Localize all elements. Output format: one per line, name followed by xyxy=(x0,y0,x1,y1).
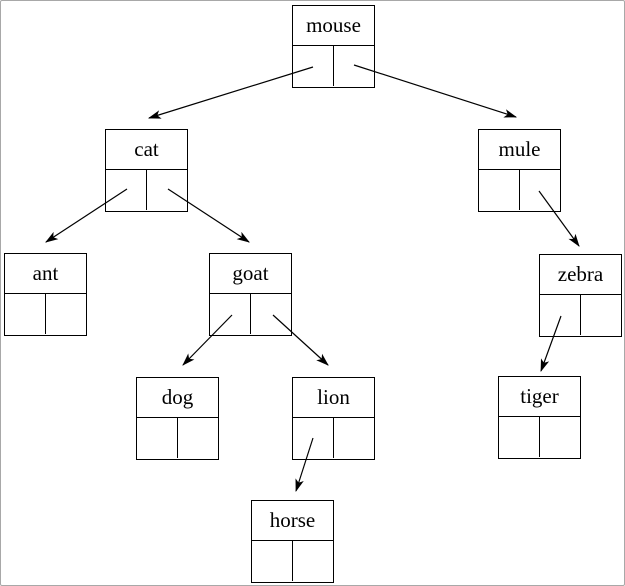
node-label: dog xyxy=(137,378,218,418)
tree-node-horse: horse xyxy=(251,500,334,583)
node-label: cat xyxy=(106,130,187,170)
pointer-cells xyxy=(210,294,291,334)
left-pointer-cell xyxy=(499,417,540,457)
node-label: lion xyxy=(293,378,374,418)
pointer-cells xyxy=(252,541,333,581)
node-label: goat xyxy=(210,254,291,294)
right-pointer-cell xyxy=(540,417,581,457)
right-pointer-cell xyxy=(147,170,188,210)
right-pointer-cell xyxy=(334,418,375,458)
left-pointer-cell xyxy=(137,418,178,458)
right-pointer-cell xyxy=(251,294,292,334)
pointer-cells xyxy=(540,295,621,335)
pointer-cells xyxy=(5,294,86,334)
node-label: horse xyxy=(252,501,333,541)
tree-node-tiger: tiger xyxy=(498,376,581,459)
pointer-cells xyxy=(106,170,187,210)
right-pointer-cell xyxy=(520,170,561,210)
left-pointer-cell xyxy=(210,294,251,334)
right-pointer-cell xyxy=(334,46,375,86)
pointer-cells xyxy=(479,170,560,210)
left-pointer-cell xyxy=(540,295,581,335)
pointer-cells xyxy=(293,418,374,458)
node-label: tiger xyxy=(499,377,580,417)
node-label: mule xyxy=(479,130,560,170)
tree-node-dog: dog xyxy=(136,377,219,460)
node-label: zebra xyxy=(540,255,621,295)
edge-mouse-left-cat xyxy=(147,66,314,119)
tree-node-mouse: mouse xyxy=(292,5,375,88)
left-pointer-cell xyxy=(479,170,520,210)
left-pointer-cell xyxy=(5,294,46,334)
tree-node-goat: goat xyxy=(209,253,292,336)
right-pointer-cell xyxy=(178,418,219,458)
left-pointer-cell xyxy=(106,170,147,210)
right-pointer-cell xyxy=(581,295,622,335)
right-pointer-cell xyxy=(293,541,334,581)
node-label: mouse xyxy=(293,6,374,46)
right-pointer-cell xyxy=(46,294,87,334)
pointer-cells xyxy=(499,417,580,457)
tree-node-ant: ant xyxy=(4,253,87,336)
left-pointer-cell xyxy=(293,418,334,458)
pointer-cells xyxy=(137,418,218,458)
pointer-cells xyxy=(293,46,374,86)
tree-node-lion: lion xyxy=(292,377,375,460)
left-pointer-cell xyxy=(252,541,293,581)
tree-node-cat: cat xyxy=(105,129,188,212)
node-label: ant xyxy=(5,254,86,294)
tree-node-mule: mule xyxy=(478,129,561,212)
edge-mouse-right-mule xyxy=(353,64,518,118)
left-pointer-cell xyxy=(293,46,334,86)
tree-node-zebra: zebra xyxy=(539,254,622,337)
